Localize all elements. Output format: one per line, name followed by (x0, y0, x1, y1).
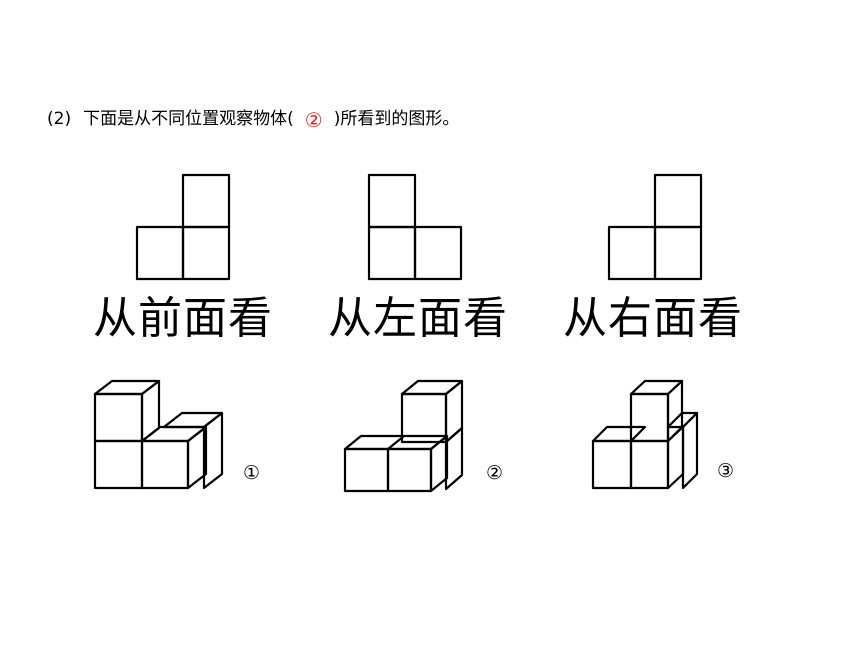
option-2-marker: ② (486, 462, 504, 484)
front-view-figure (135, 173, 231, 281)
option-3-blocks (591, 379, 699, 490)
option-1-blocks (93, 379, 224, 490)
question-text: (2) 下面是从不同位置观察物体( ② )所看到的图形。 (47, 104, 460, 132)
left-view-label: 从左面看 (328, 293, 508, 344)
answer-value: ② (304, 108, 323, 132)
right-view-label: 从右面看 (563, 293, 743, 344)
front-view-label: 从前面看 (93, 293, 273, 344)
question-number: (2) (47, 109, 72, 129)
right-view-figure (607, 173, 703, 281)
option-1-marker: ① (243, 462, 261, 484)
question-stem-before: 下面是从不同位置观察物体( (83, 109, 294, 129)
option-2-blocks (343, 379, 464, 493)
option-3-marker: ③ (717, 460, 735, 482)
left-view-figure (367, 173, 463, 281)
question-stem-after: )所看到的图形。 (333, 109, 460, 129)
